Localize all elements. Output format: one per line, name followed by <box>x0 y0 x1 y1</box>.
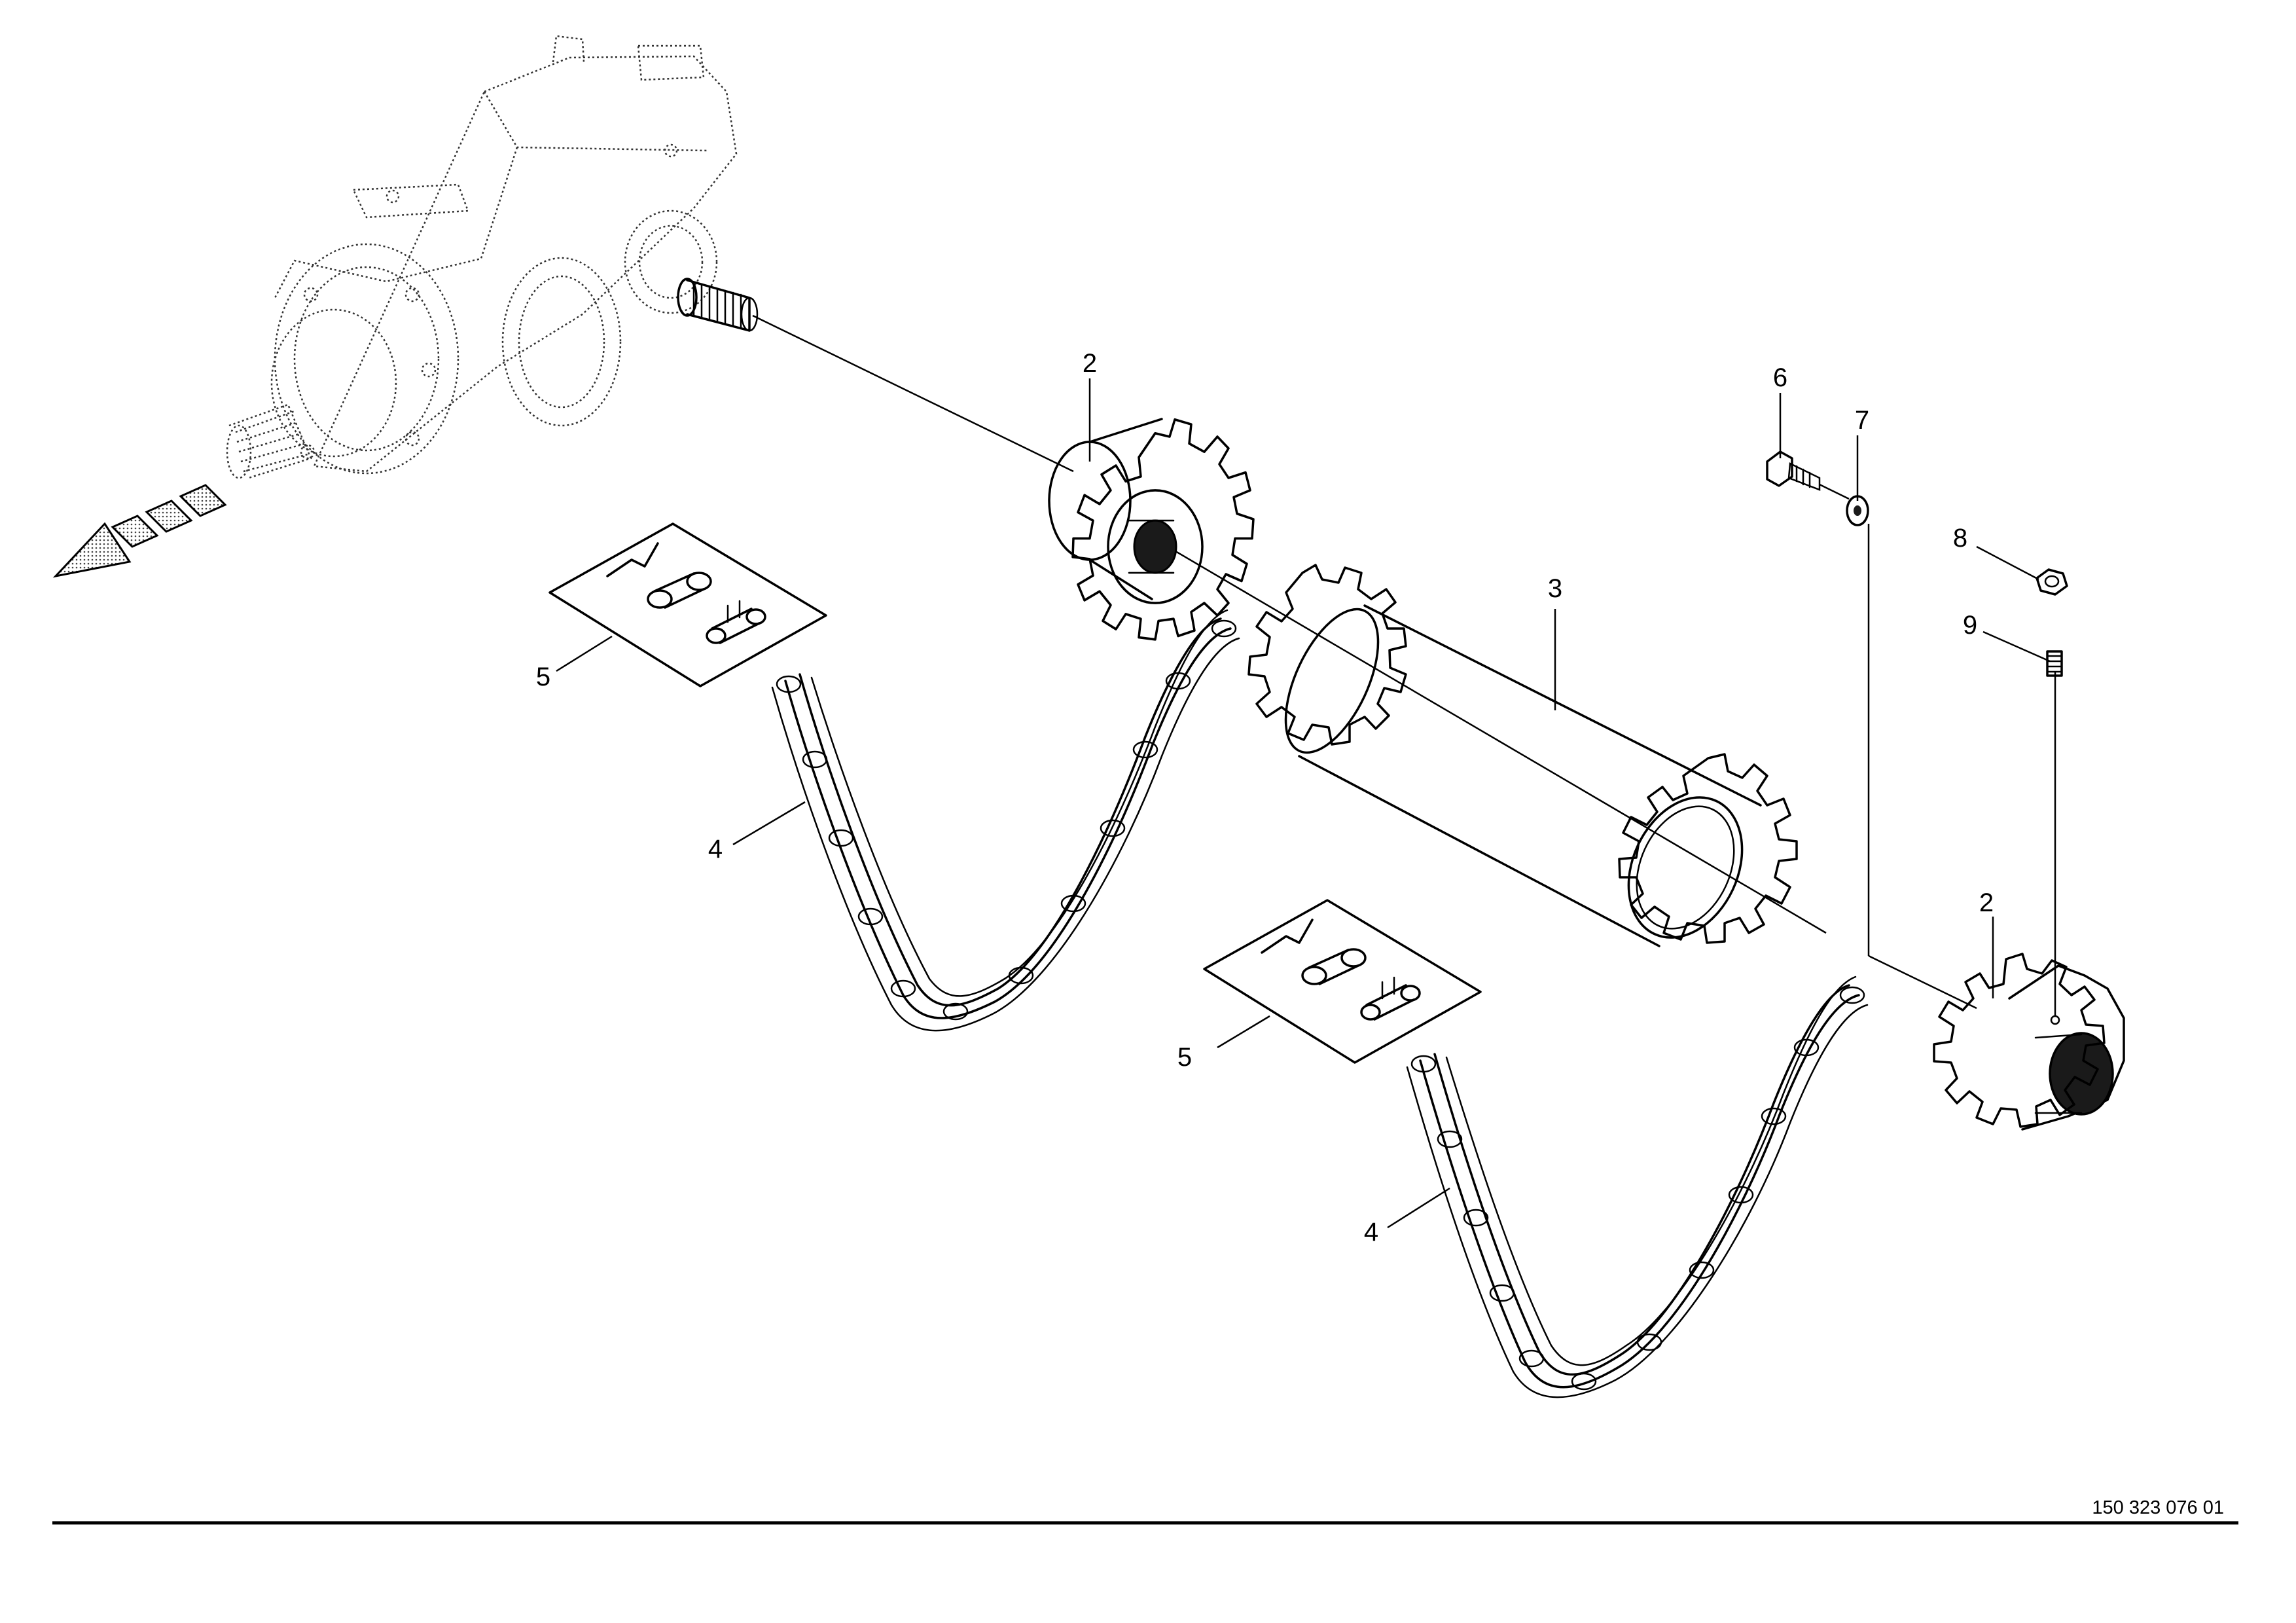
callout-5-upper: 5 <box>536 663 550 691</box>
hex-screw <box>1766 450 1850 500</box>
gearbox-spline-shaft <box>677 278 759 332</box>
sprocket-upper <box>1048 418 1255 641</box>
callout-4-upper: 4 <box>708 835 723 864</box>
callout-6: 6 <box>1773 363 1787 392</box>
axis-lines <box>752 314 2056 1021</box>
roller-chain-upper <box>771 609 1240 1032</box>
gearbox-reference <box>226 35 738 479</box>
callout-5-lower: 5 <box>1177 1043 1192 1072</box>
callout-2-upper: 2 <box>1083 349 1097 378</box>
link-pack-lower <box>1203 899 1482 1064</box>
callout-9: 9 <box>1963 611 1977 640</box>
hex-nut <box>2036 568 2068 596</box>
sprocket-lower <box>1933 953 2125 1131</box>
callout-3: 3 <box>1548 574 1562 603</box>
document-number: 150 323 076 01 <box>2092 1497 2224 1518</box>
direction-arrow-icon <box>52 484 227 578</box>
tube-sprocket-assembly <box>1247 564 1798 947</box>
callout-4-lower: 4 <box>1364 1218 1378 1247</box>
callout-leaders <box>556 378 2051 1229</box>
callout-8: 8 <box>1953 524 1967 553</box>
callout-2-lower: 2 <box>1979 888 1994 917</box>
roller-chain-lower <box>1406 976 1869 1398</box>
set-screw <box>2046 650 2063 677</box>
link-pack-upper <box>548 522 827 687</box>
callout-7: 7 <box>1855 406 1869 435</box>
callout-labels: 2 2 3 4 4 5 5 6 7 8 9 <box>536 349 1994 1247</box>
